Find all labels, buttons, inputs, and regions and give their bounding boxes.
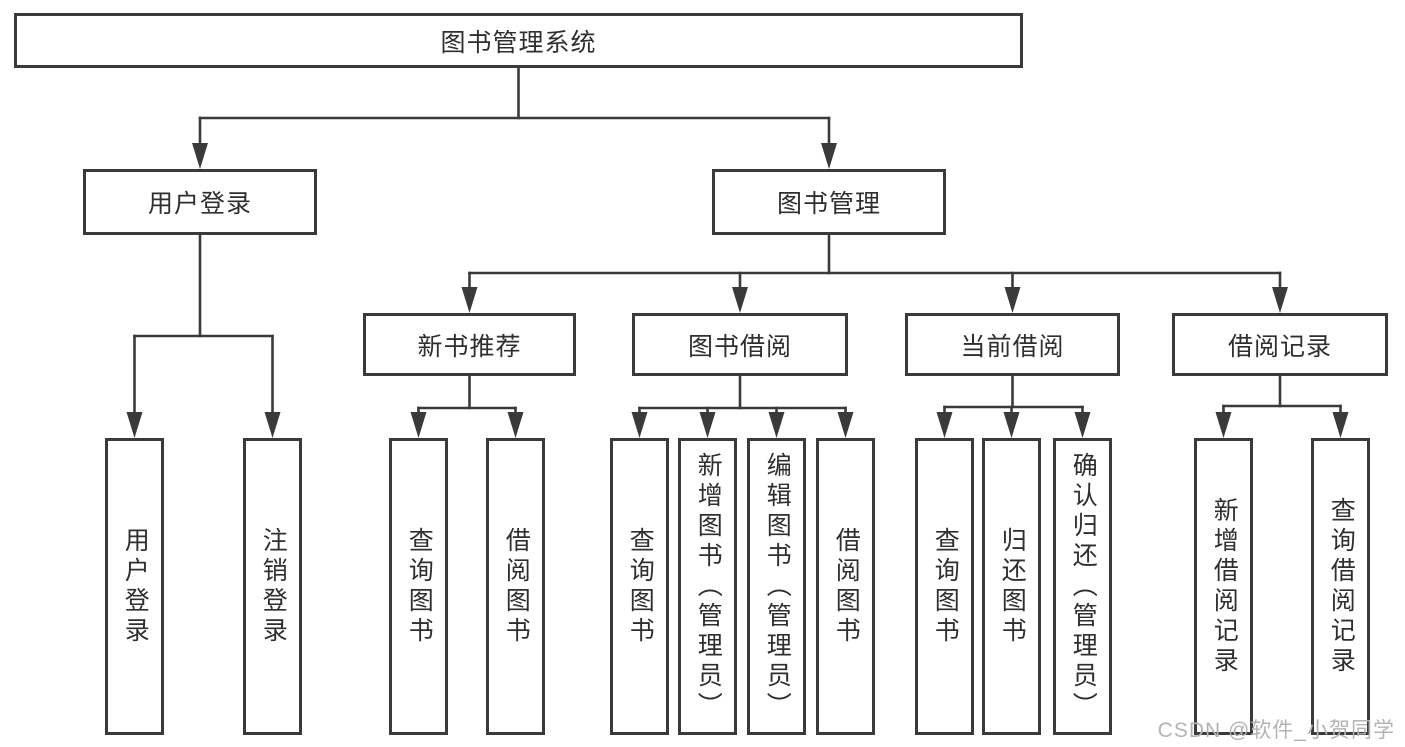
node-leaf-add-borrow-record: 新增借阅记录 [1194, 438, 1253, 735]
arrowhead-leaf-confirm-return-admin [1074, 412, 1091, 438]
node-leaf-return-books-label: 归还图书 [998, 526, 1027, 647]
node-current-borrowing: 当前借阅 [905, 313, 1120, 376]
arrowhead-leaf-add-borrow-record [1215, 412, 1232, 438]
arrowhead-leaf-borrow-books [837, 412, 854, 438]
node-leaf-query-books-current-label: 查询图书 [931, 526, 960, 647]
node-leaf-add-books-admin-label: 新增图书（管理员） [694, 451, 723, 722]
node-book-management: 图书管理 [712, 169, 946, 235]
node-book-management-label: 图书管理 [776, 190, 881, 218]
node-leaf-logout-label: 注销登录 [259, 526, 288, 647]
arrowhead-book-borrowing [732, 287, 748, 313]
node-leaf-borrow-books-label: 借阅图书 [832, 526, 861, 647]
node-leaf-borrow-books-recommend: 借阅图书 [486, 438, 545, 735]
node-leaf-user-login-label: 用户登录 [121, 526, 150, 647]
node-leaf-confirm-return-admin-label: 确认归还（管理员） [1069, 451, 1098, 722]
arrowhead-leaf-edit-books-admin [768, 412, 785, 438]
node-leaf-edit-books-admin-label: 编辑图书（管理员） [763, 451, 792, 722]
node-borrowing-records: 借阅记录 [1172, 313, 1388, 376]
node-leaf-user-login: 用户登录 [105, 438, 164, 735]
arrowhead-new-book-recommend [461, 287, 478, 313]
node-leaf-edit-books-admin: 编辑图书（管理员） [747, 438, 806, 735]
arrowhead-book-management [821, 143, 837, 169]
node-leaf-add-books-admin: 新增图书（管理员） [678, 438, 737, 735]
node-borrowing-records-label: 借阅记录 [1227, 332, 1332, 361]
node-current-borrowing-label: 当前借阅 [960, 332, 1065, 361]
node-leaf-logout: 注销登录 [243, 438, 302, 735]
node-leaf-query-books-borrow: 查询图书 [610, 438, 669, 735]
node-leaf-borrow-books-recommend-label: 借阅图书 [502, 526, 531, 647]
watermark-text: CSDN @软件_小贺同学 [1157, 719, 1395, 742]
arrowhead-leaf-logout [264, 412, 281, 438]
arrowhead-leaf-query-books-rec [410, 412, 427, 438]
arrowhead-leaf-return-books [1003, 412, 1020, 438]
arrowhead-leaf-query-borrow-record [1332, 412, 1349, 438]
node-library-management-system-label: 图书管理系统 [440, 28, 597, 57]
node-leaf-return-books: 归还图书 [982, 438, 1041, 735]
node-leaf-query-books-current: 查询图书 [915, 438, 974, 735]
arrowhead-user-login [192, 143, 208, 169]
node-user-login-label: 用户登录 [147, 190, 252, 218]
node-leaf-confirm-return-admin: 确认归还（管理员） [1053, 438, 1112, 735]
arrowhead-current-borrowing [1004, 287, 1021, 313]
node-book-borrowing: 图书借阅 [632, 313, 848, 376]
node-leaf-query-borrow-record-label: 查询借阅记录 [1327, 496, 1356, 677]
node-leaf-query-borrow-record: 查询借阅记录 [1311, 438, 1370, 735]
node-user-login: 用户登录 [83, 169, 317, 235]
node-leaf-query-books-borrow-label: 查询图书 [626, 526, 655, 647]
arrowhead-leaf-borrow-books-rec [507, 412, 524, 438]
node-leaf-query-books-recommend-label: 查询图书 [405, 526, 434, 647]
arrowhead-borrowing-records [1272, 287, 1288, 313]
node-leaf-query-books-recommend: 查询图书 [389, 438, 448, 735]
arrowhead-leaf-query-books-borrow [631, 412, 648, 438]
arrowhead-leaf-add-books-admin [699, 412, 716, 438]
node-new-book-recommend-label: 新书推荐 [417, 332, 522, 361]
node-leaf-add-borrow-record-label: 新增借阅记录 [1210, 496, 1239, 677]
node-new-book-recommend: 新书推荐 [363, 313, 576, 376]
node-leaf-borrow-books: 借阅图书 [816, 438, 875, 735]
node-library-management-system: 图书管理系统 [14, 13, 1023, 68]
arrowhead-leaf-user-login [126, 412, 143, 438]
node-book-borrowing-label: 图书借阅 [687, 332, 792, 361]
arrowhead-leaf-query-books-current [936, 412, 953, 438]
